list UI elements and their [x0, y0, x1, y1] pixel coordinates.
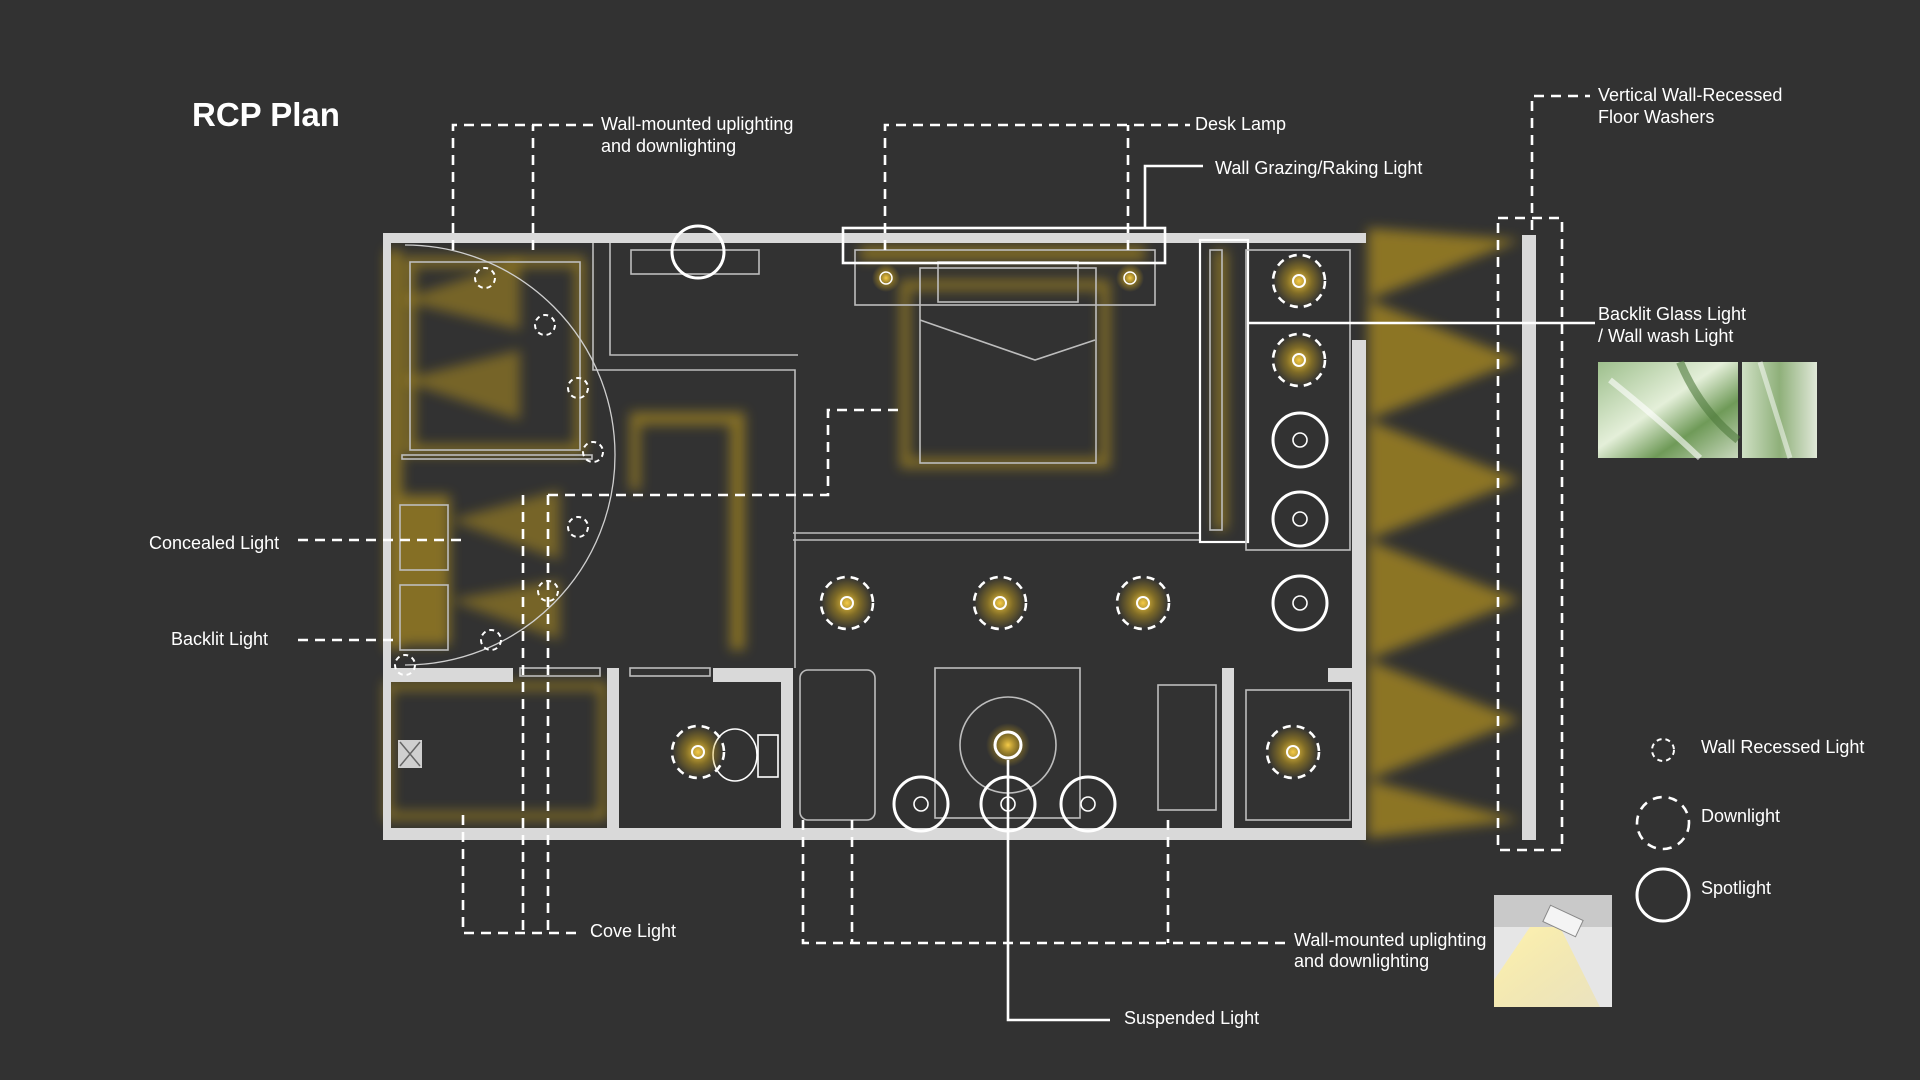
glow-points [872, 264, 1144, 767]
floor-washer-glow [1368, 228, 1520, 838]
callout-labels: Wall-mounted uplighting and downlighting… [149, 85, 1782, 1028]
downlight [670, 724, 726, 780]
downlight [1265, 724, 1321, 780]
label-wall-mounted-top-2: and downlighting [601, 136, 736, 156]
floor-drain [398, 740, 422, 768]
label-wall-mounted-bottom-1: Wall-mounted uplighting [1294, 930, 1486, 950]
solid-callouts [841, 164, 1595, 1022]
label-wall-grazing: Wall Grazing/Raking Light [1215, 158, 1422, 178]
label-wall-mounted-top-1: Wall-mounted uplighting [601, 114, 793, 134]
label-cove-light: Cove Light [590, 921, 676, 941]
wall-washer-detail-image [1494, 895, 1612, 1007]
label-vertical-floor-washers-2: Floor Washers [1598, 107, 1714, 127]
spotlight [1271, 490, 1329, 548]
spotlight-icon [1635, 867, 1691, 923]
legend-label-wall-recessed: Wall Recessed Light [1701, 737, 1864, 757]
label-backlit-glass-1: Backlit Glass Light [1598, 304, 1746, 324]
legend: Wall Recessed Light Downlight Spotlight [1635, 737, 1864, 923]
callout-lines [298, 94, 1590, 945]
spotlight [1271, 574, 1329, 632]
label-vertical-floor-washers-1: Vertical Wall-Recessed [1598, 85, 1782, 105]
legend-label-downlight: Downlight [1701, 806, 1780, 826]
spotlight [1059, 775, 1117, 833]
plan-title: RCP Plan [192, 96, 340, 133]
label-wall-mounted-bottom-2: and downlighting [1294, 951, 1429, 971]
label-concealed-light: Concealed Light [149, 533, 279, 553]
downlight [1271, 332, 1327, 388]
wall-recessed-icon [1651, 738, 1675, 762]
label-backlit-light: Backlit Light [171, 629, 268, 649]
vanity-fan-glow [400, 260, 560, 640]
label-backlit-glass-2: / Wall wash Light [1598, 326, 1733, 346]
downlights [670, 253, 1327, 780]
downlight-icon [1635, 795, 1691, 851]
spotlight [1271, 411, 1329, 469]
label-suspended-light: Suspended Light [1124, 1008, 1259, 1028]
walls [383, 233, 1536, 840]
door-swing-arc [404, 244, 616, 666]
label-desk-lamp: Desk Lamp [1195, 114, 1286, 134]
downlight [1271, 253, 1327, 309]
spotlight [670, 224, 726, 280]
spotlight [892, 775, 950, 833]
legend-label-spotlight: Spotlight [1701, 878, 1771, 898]
downlight [1115, 575, 1171, 631]
downlight [819, 575, 875, 631]
backlit-glass-photo [1598, 360, 1817, 461]
downlight [972, 575, 1028, 631]
